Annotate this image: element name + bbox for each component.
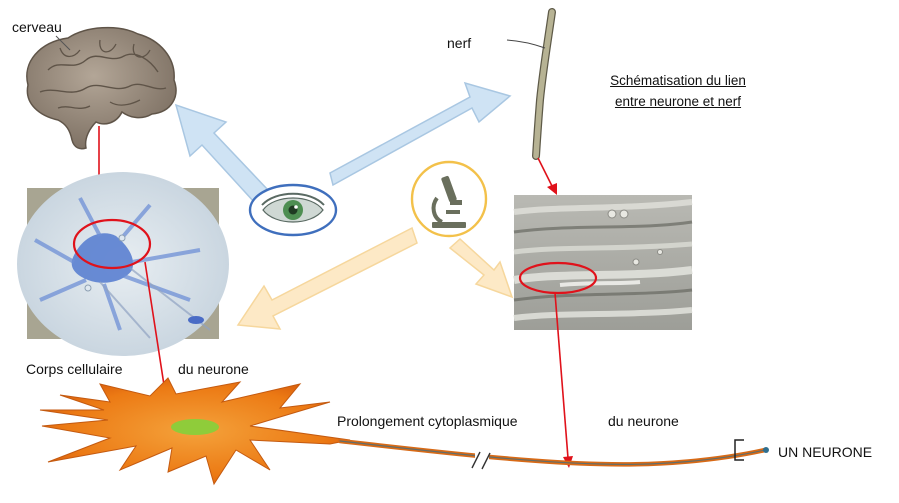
axon-terminal-bracket (734, 439, 744, 461)
label-nerf: nerf (447, 35, 472, 51)
arrow-microscope-to-cell (236, 226, 418, 330)
nerve-illustration (532, 8, 556, 160)
cell-body-highlight-circle (72, 218, 152, 270)
brain-illustration (26, 26, 177, 150)
label-corps-cellulaire: Corps cellulaire (26, 361, 123, 377)
neuron-micrograph (17, 172, 229, 356)
nerve-fiber-highlight-circle (518, 261, 598, 295)
arrow-microscope-to-nerve-image (448, 237, 514, 299)
label-un-neurone: UN NEURONE (778, 444, 873, 460)
label-prolongement: Prolongement cytoplasmique (337, 413, 518, 429)
label-du-neurone-left: du neurone (178, 361, 249, 377)
title-line-1: Schématisation du lien (610, 73, 746, 88)
red-arrow-nerve-to-micrograph (537, 157, 557, 195)
diagram-title: Schématisation du lien entre neurone et … (598, 70, 758, 112)
eye-icon (248, 183, 338, 237)
label-cerveau: cerveau (12, 19, 62, 35)
cerveau-leader-line (55, 35, 71, 51)
arrow-eye-to-brain (174, 103, 270, 205)
microscope-icon (410, 160, 488, 238)
neuron-illustration (39, 377, 351, 486)
arrow-eye-to-nerve (329, 81, 512, 187)
nerf-leader-line (506, 39, 546, 49)
axon (337, 438, 769, 470)
label-du-neurone-right: du neurone (608, 413, 679, 429)
nerve-micrograph (513, 195, 693, 330)
title-line-2: entre neurone et nerf (614, 94, 742, 109)
